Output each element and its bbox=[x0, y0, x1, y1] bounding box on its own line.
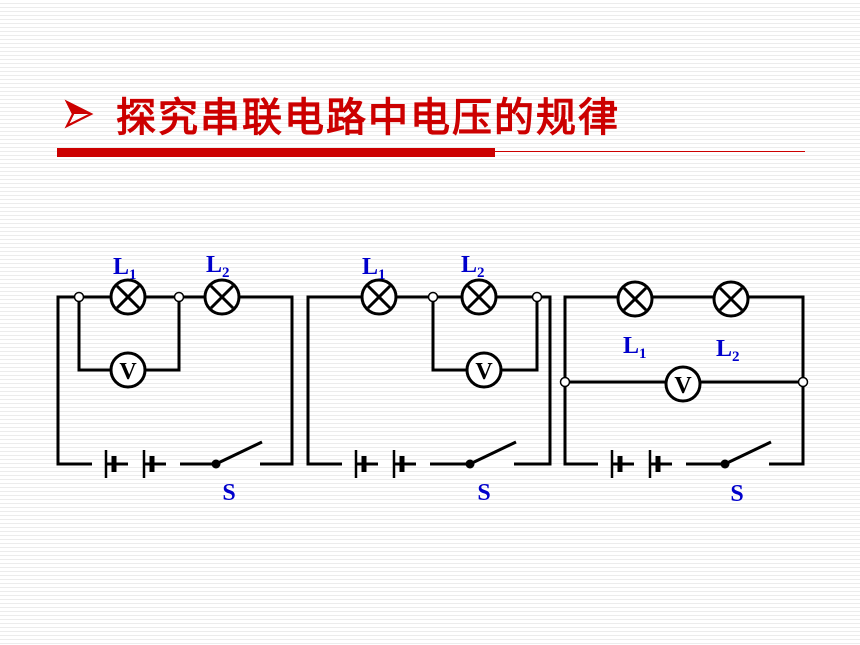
circuit-3-label-l2: L2 bbox=[716, 336, 740, 365]
circuit-3-voltmeter: V bbox=[664, 365, 702, 403]
slide-title: 探究串联电路中电压的规律 bbox=[64, 86, 620, 142]
circuit-3-switch bbox=[721, 442, 772, 469]
circuit-2-label-l1: L1 bbox=[362, 254, 386, 283]
circuit-1-battery bbox=[92, 450, 180, 478]
title-underline-thin bbox=[495, 151, 805, 152]
title-text: 探究串联电路中电压的规律 bbox=[116, 95, 620, 141]
circuit-3-lamp-l1 bbox=[616, 280, 654, 318]
circuit-2-battery bbox=[342, 450, 430, 478]
circuit-1-wires bbox=[56, 295, 294, 466]
circuit-3-label-s: S bbox=[730, 481, 743, 507]
circuit-2-label-l2: L2 bbox=[461, 252, 485, 281]
circuit-1-label-l2: L2 bbox=[206, 252, 230, 281]
circuit-3-label-l1: L1 bbox=[623, 333, 647, 362]
circuit-3-lamp-l2 bbox=[712, 280, 750, 318]
circuit-1-junction-a bbox=[73, 291, 85, 303]
circuit-2-voltmeter: V bbox=[465, 351, 503, 389]
circuit-2: V L1 L2 S bbox=[306, 252, 552, 506]
circuit-1-lamp-l1 bbox=[109, 278, 147, 316]
circuit-3-junction-a bbox=[559, 376, 571, 388]
svg-text:V: V bbox=[674, 373, 692, 399]
circuit-3-junction-b bbox=[797, 376, 809, 388]
circuit-1-label-l1: L1 bbox=[113, 254, 137, 283]
arrow-bullet-icon bbox=[64, 99, 94, 129]
circuit-2-wires bbox=[306, 295, 552, 466]
circuit-1-switch bbox=[212, 442, 263, 469]
svg-text:V: V bbox=[119, 359, 137, 385]
circuit-1: V L1 L2 S bbox=[56, 252, 294, 506]
circuit-2-label-s: S bbox=[477, 480, 490, 506]
circuit-1-voltmeter: V bbox=[109, 351, 147, 389]
title-underline-thick bbox=[57, 148, 495, 157]
circuit-3: V L1 L2 S bbox=[559, 280, 809, 507]
circuit-1-junction-b bbox=[173, 291, 185, 303]
svg-text:V: V bbox=[475, 359, 493, 385]
circuit-1-lamp-l2 bbox=[203, 278, 241, 316]
circuit-2-switch bbox=[466, 442, 517, 469]
circuit-2-lamp-l1 bbox=[360, 278, 398, 316]
circuit-2-junction-a bbox=[427, 291, 439, 303]
circuit-2-lamp-l2 bbox=[460, 278, 498, 316]
circuit-1-label-s: S bbox=[222, 480, 235, 506]
circuit-2-junction-b bbox=[531, 291, 543, 303]
circuit-3-battery bbox=[598, 450, 686, 478]
